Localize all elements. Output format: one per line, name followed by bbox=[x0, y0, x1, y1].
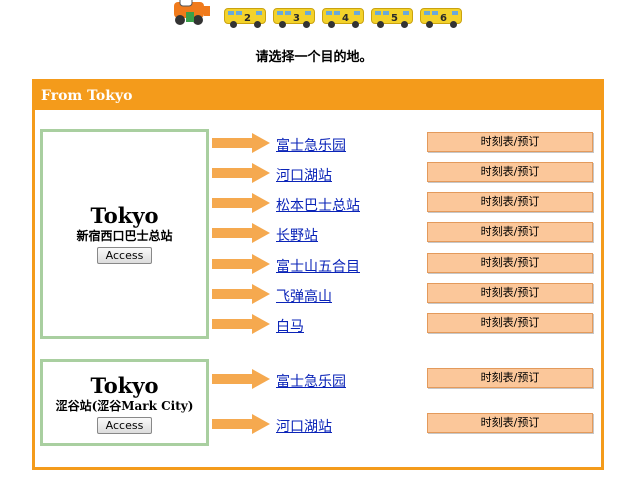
destination-prompt: 请选择一个目的地。 bbox=[255, 50, 373, 65]
route-row: 富士山五合目 时刻表/预订 bbox=[212, 253, 596, 275]
arrow-right-icon bbox=[212, 414, 270, 434]
route-row: 河口湖站 时刻表/预订 bbox=[212, 413, 596, 435]
destination-link[interactable]: 富士急乐园 bbox=[276, 374, 346, 390]
destination-link[interactable]: 松本巴士总站 bbox=[276, 198, 360, 214]
arrow-right-icon bbox=[212, 193, 270, 213]
route-row: 飞弹高山 时刻表/预订 bbox=[212, 283, 596, 305]
destination-link[interactable]: 河口湖站 bbox=[276, 419, 332, 435]
origin-station: 涩谷站(涩谷Mark City) bbox=[55, 399, 194, 413]
timetable-booking-button[interactable]: 时刻表/预订 bbox=[427, 413, 593, 433]
route-row: 富士急乐园 时刻表/预订 bbox=[212, 132, 596, 154]
arrow-right-icon bbox=[212, 314, 270, 334]
access-button[interactable]: Access bbox=[96, 247, 153, 264]
step-5: 5 bbox=[371, 8, 413, 28]
arrow-right-icon bbox=[212, 133, 270, 153]
bus-mascot-icon bbox=[174, 0, 210, 25]
route-row: 长野站 时刻表/预订 bbox=[212, 222, 596, 244]
step-2: 2 bbox=[224, 8, 266, 28]
arrow-right-icon bbox=[212, 223, 270, 243]
timetable-booking-button[interactable]: 时刻表/预订 bbox=[427, 283, 593, 303]
route-row: 松本巴士总站 时刻表/预订 bbox=[212, 192, 596, 214]
route-row: 白马 时刻表/预订 bbox=[212, 313, 596, 335]
timetable-booking-button[interactable]: 时刻表/预订 bbox=[427, 192, 593, 212]
arrow-right-icon bbox=[212, 369, 270, 389]
timetable-booking-button[interactable]: 时刻表/预订 bbox=[427, 132, 593, 152]
timetable-booking-button[interactable]: 时刻表/预订 bbox=[427, 368, 593, 388]
origin-shibuya: Tokyo 涩谷站(涩谷Mark City) Access bbox=[40, 359, 209, 446]
panel-title: From Tokyo bbox=[41, 88, 133, 104]
destination-link[interactable]: 富士山五合目 bbox=[276, 259, 360, 275]
arrow-right-icon bbox=[212, 163, 270, 183]
timetable-booking-button[interactable]: 时刻表/预订 bbox=[427, 222, 593, 242]
origin-station: 新宿西口巴士总站 bbox=[76, 229, 173, 243]
step-3: 3 bbox=[273, 8, 315, 28]
destination-link[interactable]: 白马 bbox=[276, 319, 304, 335]
origin-shinjuku: Tokyo 新宿西口巴士总站 Access bbox=[40, 129, 209, 339]
destination-link[interactable]: 长野站 bbox=[276, 228, 318, 244]
timetable-booking-button[interactable]: 时刻表/预订 bbox=[427, 313, 593, 333]
destination-link[interactable]: 飞弹高山 bbox=[276, 289, 332, 305]
access-button[interactable]: Access bbox=[96, 417, 153, 434]
origin-city: Tokyo bbox=[90, 373, 159, 398]
arrow-right-icon bbox=[212, 284, 270, 304]
destination-link[interactable]: 富士急乐园 bbox=[276, 138, 346, 154]
step-6: 6 bbox=[420, 8, 462, 28]
origin-city: Tokyo bbox=[90, 203, 159, 228]
timetable-booking-button[interactable]: 时刻表/预订 bbox=[427, 253, 593, 273]
route-row: 富士急乐园 时刻表/预订 bbox=[212, 368, 596, 390]
arrow-right-icon bbox=[212, 254, 270, 274]
step-4: 4 bbox=[322, 8, 364, 28]
panel-header: From Tokyo bbox=[35, 82, 601, 110]
destination-link[interactable]: 河口湖站 bbox=[276, 168, 332, 184]
route-row: 河口湖站 时刻表/预订 bbox=[212, 162, 596, 184]
timetable-booking-button[interactable]: 时刻表/预订 bbox=[427, 162, 593, 182]
